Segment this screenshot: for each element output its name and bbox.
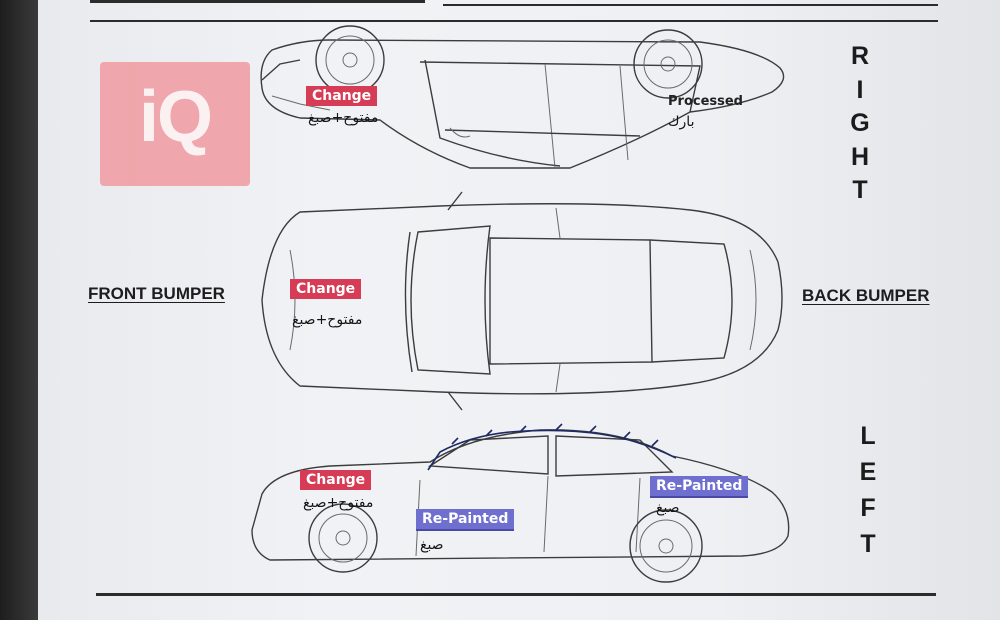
front-bumper-label: FRONT BUMPER xyxy=(88,284,225,303)
right-change-arabic: مفتوح+صبغ xyxy=(308,110,379,126)
left-label: L E F T xyxy=(853,418,883,562)
top-change-arabic: مفتوح+صبغ xyxy=(292,312,363,328)
left-letter: F xyxy=(860,494,876,522)
right-letter: T xyxy=(852,176,868,204)
left-repainted-front-tag: Re-Painted xyxy=(416,509,515,531)
left-repainted-rear-arabic: صبغ xyxy=(656,500,680,516)
left-letter: T xyxy=(860,530,876,558)
left-change-arabic: مفتوح+صبغ xyxy=(303,495,374,511)
right-letter: I xyxy=(856,75,864,104)
right-letter: H xyxy=(850,142,870,171)
left-letter: L xyxy=(860,422,876,450)
footer-rule xyxy=(96,593,936,596)
car-left-view xyxy=(251,423,790,583)
header-rule-main xyxy=(90,20,938,22)
car-right-view xyxy=(260,25,785,169)
header-rule-right xyxy=(443,4,938,6)
watermark-text: iQ xyxy=(138,77,213,157)
right-letter: G xyxy=(850,109,870,137)
iq-watermark-logo: iQ xyxy=(100,62,250,186)
back-bumper-label: BACK BUMPER xyxy=(802,286,930,305)
top-change-tag: Change xyxy=(290,279,362,299)
left-repainted-front-arabic: صبغ xyxy=(420,537,444,553)
right-processed-label: Processed xyxy=(668,94,743,109)
right-processed-arabic: بارك xyxy=(668,114,695,130)
left-letter: E xyxy=(859,458,877,486)
desk-edge xyxy=(0,0,38,620)
header-rule-left xyxy=(90,0,425,3)
right-change-tag: Change xyxy=(306,86,378,106)
right-label: R I G H T xyxy=(845,40,875,208)
right-letter: R xyxy=(850,42,870,70)
left-repainted-rear-tag: Re-Painted xyxy=(650,476,749,498)
left-change-tag: Change xyxy=(300,470,372,490)
car-top-view xyxy=(261,191,783,411)
